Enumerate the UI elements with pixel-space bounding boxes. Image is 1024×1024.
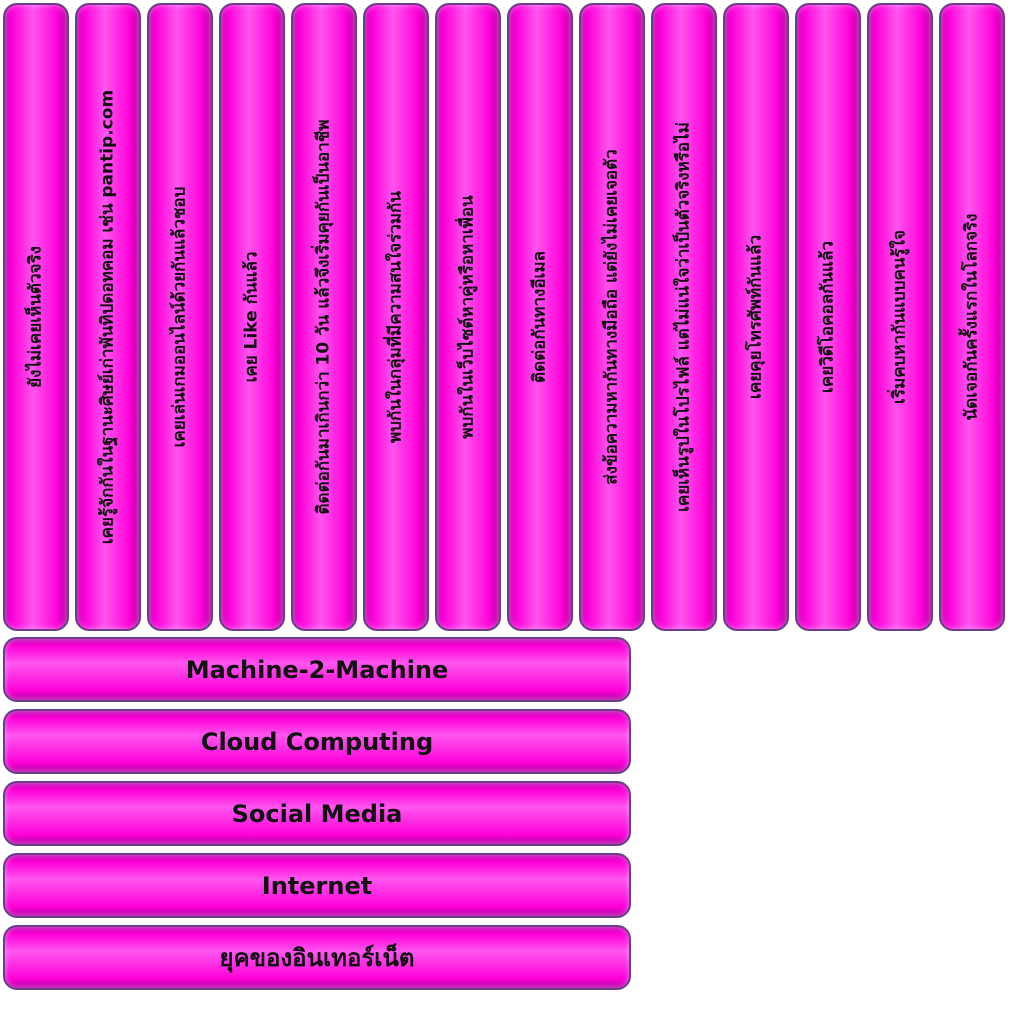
column-pill-5: ติดต่อกันมาเกินกว่า 10 วัน แล้วจึงเริ่มค…	[291, 3, 357, 631]
column-pill-11: เคยคุยโทรศัพท์กันแล้ว	[723, 3, 789, 631]
column-label-1: ยังไม่เคยเห็นตัวจริง	[25, 246, 46, 388]
column-pill-6: พบกันในกลุ่มที่มีความสนใจร่วมกัน	[363, 3, 429, 631]
row-pill-internet-era: ยุคของอินเทอร์เน็ต	[3, 925, 631, 990]
row-pill-social-media: Social Media	[3, 781, 631, 846]
column-label-11: เคยคุยโทรศัพท์กันแล้ว	[745, 235, 766, 399]
column-label-7: พบกันในเว็บไซต์หาคู่หรือหาเพื่อน	[457, 195, 478, 439]
column-label-4: เคย Like กันแล้ว	[241, 251, 262, 383]
column-pill-14: นัดเจอกันครั้งแรกในโลกจริง	[939, 3, 1005, 631]
column-pill-12: เคยวิดีโอคอลกันแล้ว	[795, 3, 861, 631]
row-label-1: Machine-2-Machine	[185, 655, 449, 684]
column-pill-8: ติดต่อกันทางอีเมล	[507, 3, 573, 631]
row-label-3: Social Media	[231, 799, 403, 828]
column-label-6: พบกันในกลุ่มที่มีความสนใจร่วมกัน	[385, 191, 406, 443]
column-pill-9: ส่งข้อความหากันทางมือถือ แต่ยังไม่เคยเจอ…	[579, 3, 645, 631]
column-label-5: ติดต่อกันมาเกินกว่า 10 วัน แล้วจึงเริ่มค…	[313, 119, 334, 515]
row-pill-machine-2-machine: Machine-2-Machine	[3, 637, 631, 702]
column-label-2: เคยรู้จักกันในฐานะศิษย์เก่าพันทิปดอทคอม …	[97, 89, 118, 545]
column-label-12: เคยวิดีโอคอลกันแล้ว	[817, 241, 838, 393]
column-pill-3: เคยเล่นเกมออนไลน์ด้วยกันแล้วชอบ	[147, 3, 213, 631]
column-pill-1: ยังไม่เคยเห็นตัวจริง	[3, 3, 69, 631]
column-label-14: นัดเจอกันครั้งแรกในโลกจริง	[961, 213, 982, 421]
column-label-3: เคยเล่นเกมออนไลน์ด้วยกันแล้วชอบ	[169, 186, 190, 448]
column-label-9: ส่งข้อความหากันทางมือถือ แต่ยังไม่เคยเจอ…	[601, 149, 622, 485]
column-label-13: เริ่มคบหากันแบบคนรู้ใจ	[889, 230, 910, 404]
column-pill-13: เริ่มคบหากันแบบคนรู้ใจ	[867, 3, 933, 631]
row-label-4: Internet	[261, 871, 373, 900]
column-label-10: เคยเห็นรูปในโปรไฟล์ แต่ไม่แน่ใจว่าเป็นตั…	[673, 122, 694, 512]
column-pill-7: พบกันในเว็บไซต์หาคู่หรือหาเพื่อน	[435, 3, 501, 631]
column-label-8: ติดต่อกันทางอีเมล	[529, 251, 550, 383]
column-pill-10: เคยเห็นรูปในโปรไฟล์ แต่ไม่แน่ใจว่าเป็นตั…	[651, 3, 717, 631]
row-pill-cloud-computing: Cloud Computing	[3, 709, 631, 774]
column-pill-4: เคย Like กันแล้ว	[219, 3, 285, 631]
row-pill-internet: Internet	[3, 853, 631, 918]
row-label-5: ยุคของอินเทอร์เน็ต	[219, 944, 415, 972]
row-label-2: Cloud Computing	[200, 727, 434, 756]
column-pill-2: เคยรู้จักกันในฐานะศิษย์เก่าพันทิปดอทคอม …	[75, 3, 141, 631]
